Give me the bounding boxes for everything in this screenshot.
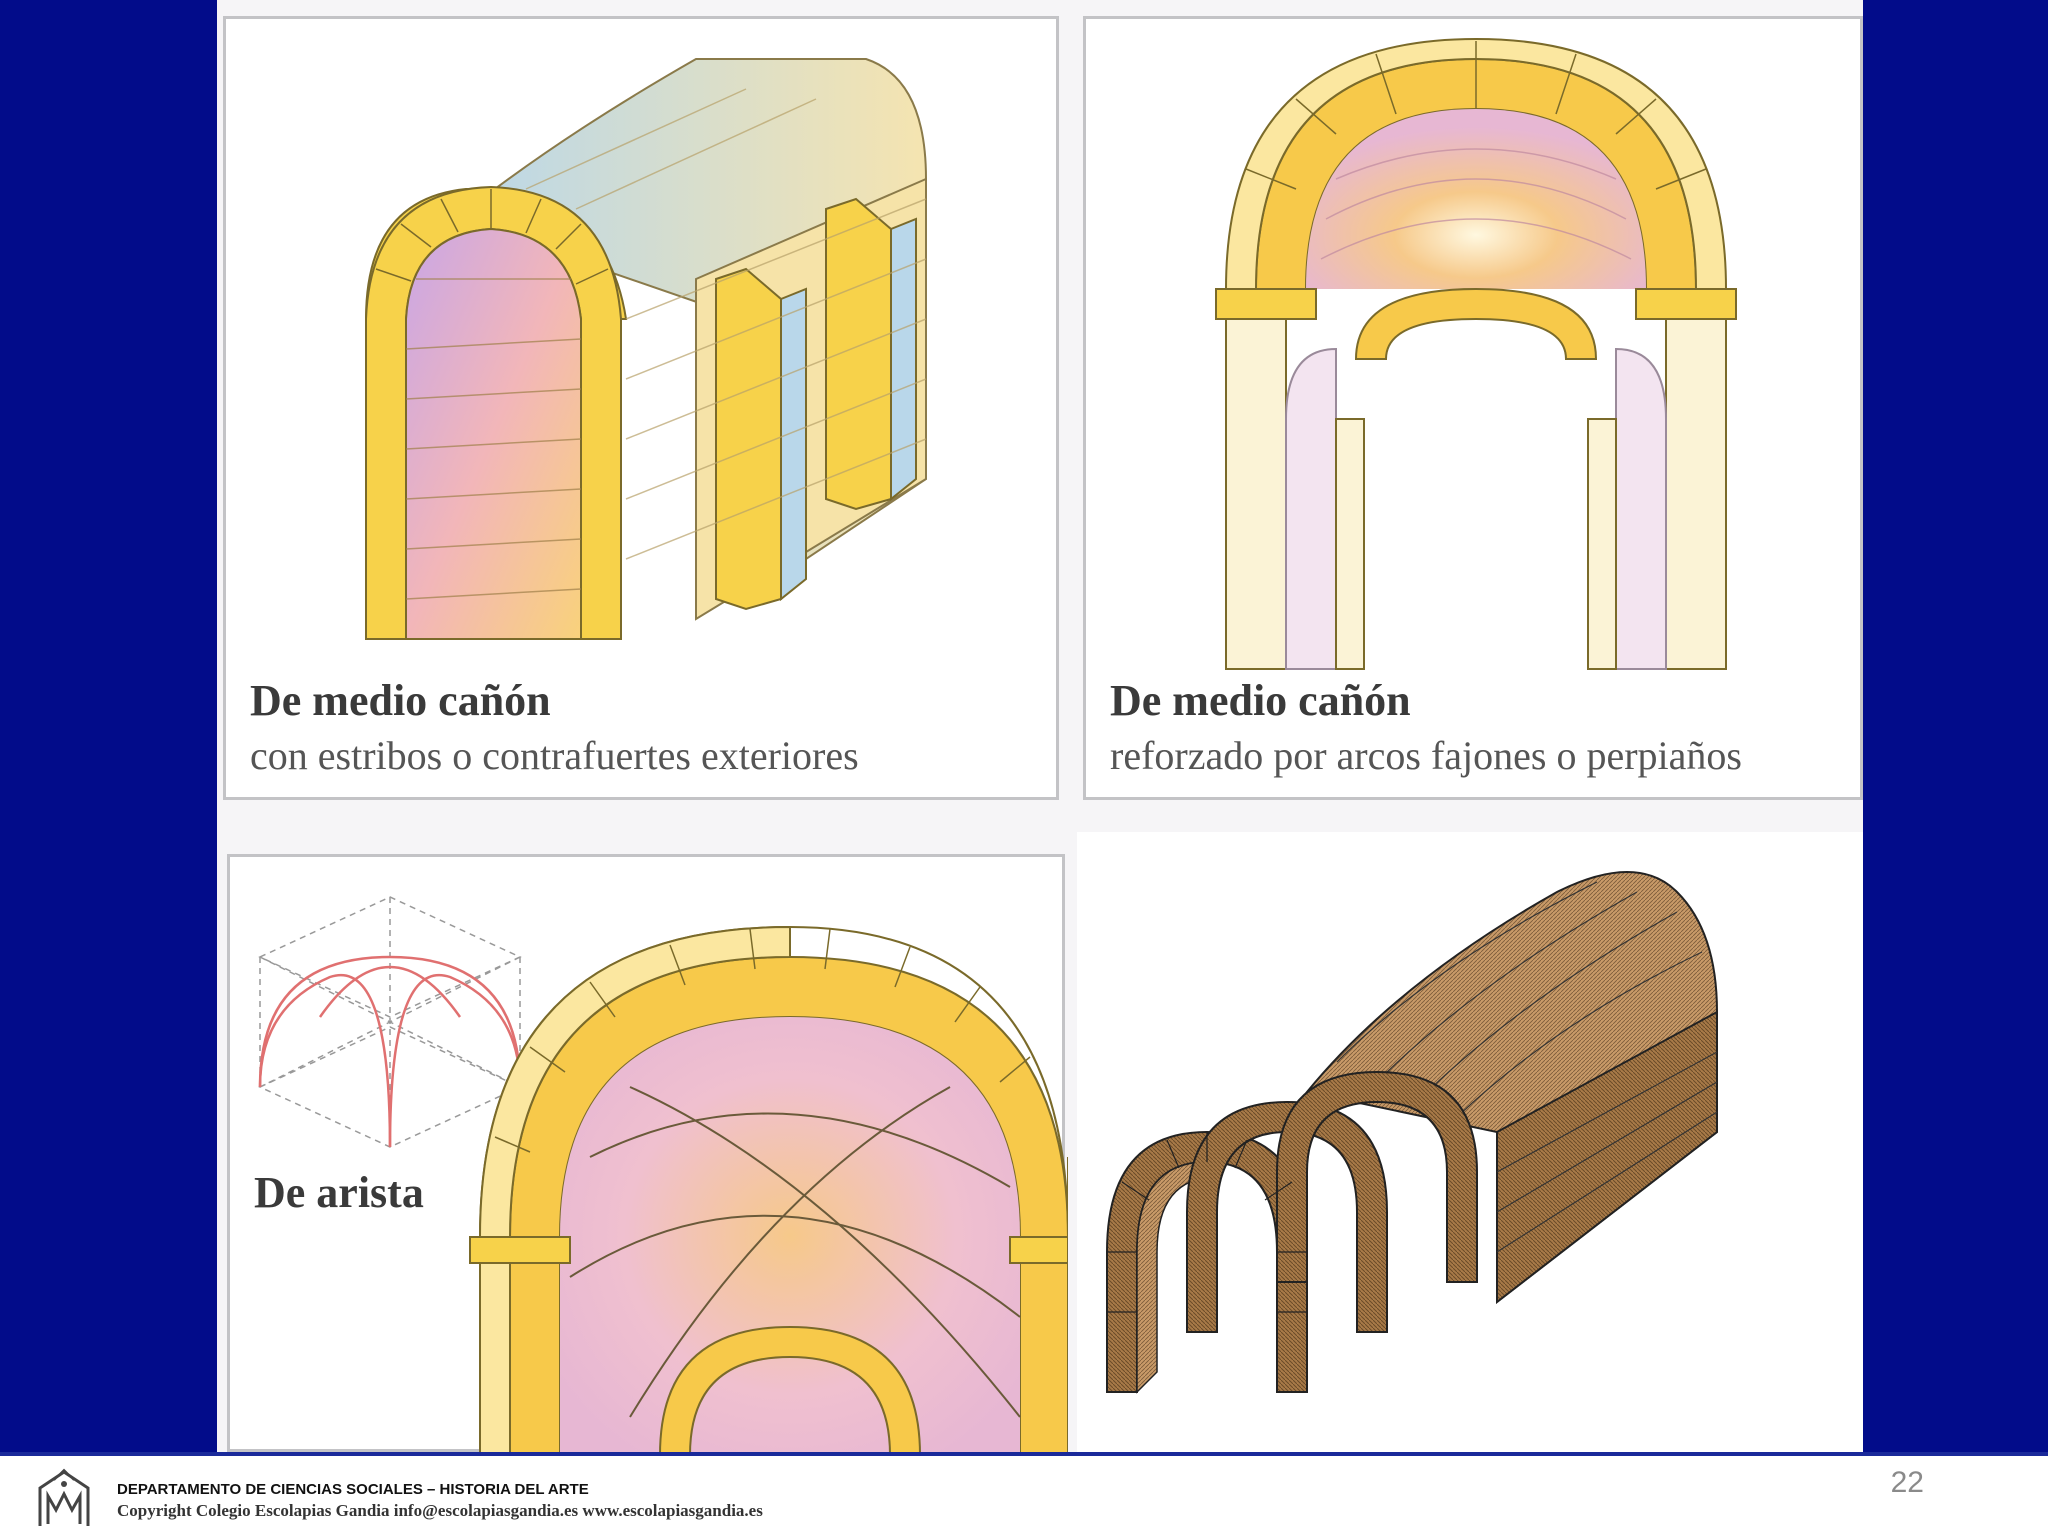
panel-groin-vault: De arista xyxy=(227,854,1068,1455)
footer-department: DEPARTAMENTO DE CIENCIAS SOCIALES – HIST… xyxy=(117,1481,589,1498)
groin-vault-schematic xyxy=(258,896,522,1148)
barrel-vault-transverse-arches-illustration: De medio cañón reforzado por arcos fajon… xyxy=(1110,37,1742,778)
brick-barrel-vault-illustration xyxy=(1106,871,1718,1394)
panel-barrel-vault-transverse-arches: De medio cañón reforzado por arcos fajon… xyxy=(1083,16,1863,800)
groin-vault-illustration: De arista xyxy=(254,896,1068,1455)
panel-1-subtitle: con estribos o contrafuertes exteriores xyxy=(250,733,859,778)
panel-1-title: De medio cañón xyxy=(250,676,551,725)
brick-arch-middle xyxy=(1186,1100,1388,1333)
slide-footer: DEPARTAMENTO DE CIENCIAS SOCIALES – HIST… xyxy=(0,1452,2048,1536)
panel-2-subtitle: reforzado por arcos fajones o perpiaños xyxy=(1110,733,1742,778)
school-logo-icon xyxy=(38,1468,90,1526)
panel-brick-barrel-vault xyxy=(1077,832,1863,1452)
panel-3-title: De arista xyxy=(254,1168,424,1217)
slide-content: De medio cañón con estribos o contrafuer… xyxy=(217,0,1863,1455)
footer-rule xyxy=(0,1452,2048,1456)
panel-barrel-vault-buttresses: De medio cañón con estribos o contrafuer… xyxy=(223,16,1059,800)
panel-2-title: De medio cañón xyxy=(1110,676,1411,725)
page-number: 22 xyxy=(1890,1466,1924,1499)
barrel-vault-buttresses-illustration: De medio cañón con estribos o contrafuer… xyxy=(250,58,927,778)
brick-arch-back xyxy=(1276,1070,1478,1283)
footer-copyright: Copyright Colegio Escolapias Gandia info… xyxy=(117,1501,763,1520)
